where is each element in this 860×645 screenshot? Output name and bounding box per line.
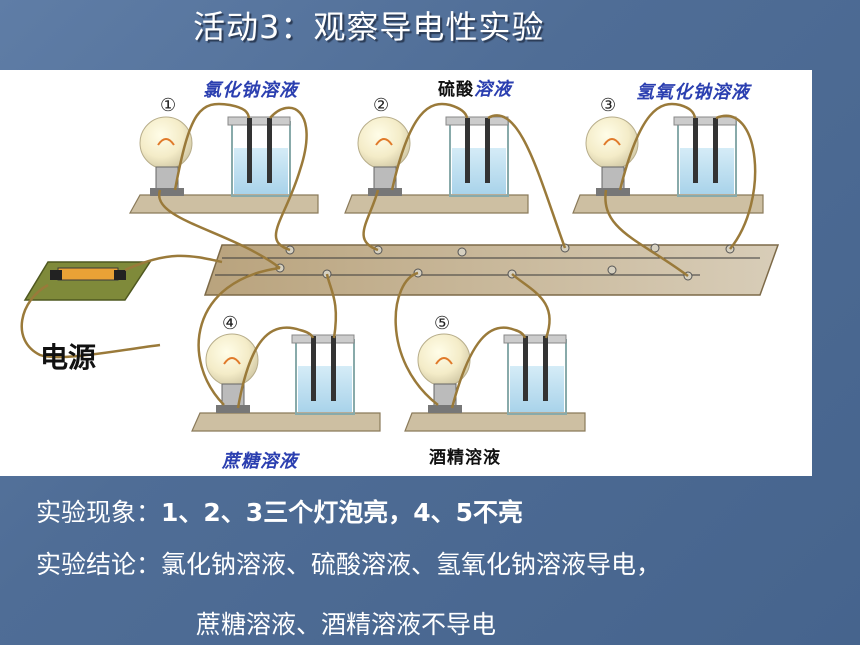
number-4: ④ [222, 313, 239, 334]
bulb-3 [585, 116, 639, 196]
label-sulfuric-acid: 硫酸溶液 [438, 75, 512, 101]
beaker-1 [227, 116, 291, 197]
number-2: ② [373, 95, 390, 116]
beaker-2 [445, 116, 509, 197]
label-power-supply: 电源 [40, 341, 97, 374]
phenomenon-heading: 实验现象： [36, 498, 162, 527]
number-1: ① [160, 95, 177, 116]
bulb-1 [139, 116, 193, 196]
bulb-5 [417, 333, 471, 413]
label-sulfuric-acid-part2: 溶液 [474, 79, 512, 100]
number-3: ③ [600, 95, 617, 116]
bulb-4 [205, 333, 259, 413]
beaker-4 [291, 334, 355, 415]
beakers [227, 116, 737, 415]
phenomenon-text: 1、2、3三个灯泡亮，4、5不亮 [161, 498, 523, 527]
bulb-2 [357, 116, 411, 196]
label-sodium-hydroxide: 氢氧化钠溶液 [636, 82, 750, 103]
beaker-3 [673, 116, 737, 197]
phenomenon-line: 实验现象：1、2、3三个灯泡亮，4、5不亮 [36, 493, 523, 529]
conclusion-heading: 实验结论： [36, 550, 162, 579]
slide-title: 活动3：观察导电性实验 [193, 8, 545, 46]
label-alcohol: 酒精溶液 [429, 448, 501, 468]
terminal-board [203, 243, 780, 296]
conclusion-line-2: 蔗糖溶液、酒精溶液不导电 [196, 610, 497, 639]
number-5: ⑤ [434, 313, 451, 334]
power-supply [23, 261, 152, 301]
label-sodium-chloride: 氯化钠溶液 [203, 80, 298, 101]
conclusion-text-1: 氯化钠溶液、硫酸溶液、氢氧化钠溶液导电， [161, 550, 662, 579]
wires [20, 102, 757, 409]
beaker-5 [503, 334, 567, 415]
label-sulfuric-acid-part1: 硫酸 [438, 80, 474, 100]
label-sucrose: 蔗糖溶液 [222, 451, 298, 472]
conclusion-line: 实验结论：氯化钠溶液、硫酸溶液、氢氧化钠溶液导电， [36, 545, 661, 581]
